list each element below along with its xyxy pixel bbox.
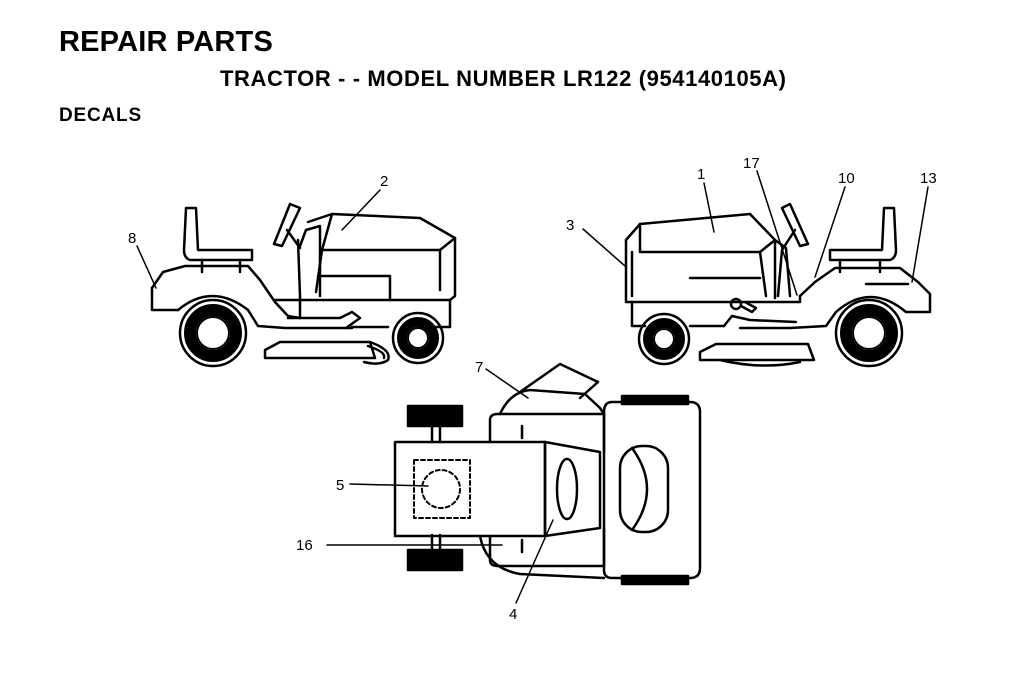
tractor-top-view — [393, 362, 702, 586]
callout-2: 2 — [380, 173, 388, 190]
callout-labels: 2 8 1 17 10 13 3 7 5 16 4 — [128, 155, 937, 623]
callout-7: 7 — [475, 359, 483, 376]
callout-1: 1 — [697, 166, 705, 183]
callout-4: 4 — [509, 606, 517, 623]
leader-lines — [136, 170, 929, 604]
callout-5: 5 — [336, 477, 344, 494]
callout-17: 17 — [743, 155, 760, 172]
section-heading: DECALS — [59, 105, 142, 126]
tractor-left-side-view — [150, 202, 457, 368]
callout-3: 3 — [566, 217, 574, 234]
callout-16: 16 — [296, 537, 313, 554]
callout-8: 8 — [128, 230, 136, 247]
callout-10: 10 — [838, 170, 855, 187]
callout-13: 13 — [920, 170, 937, 187]
model-subtitle: TRACTOR - - MODEL NUMBER LR122 (95414010… — [220, 66, 787, 91]
tractor-right-side-view — [624, 202, 932, 368]
page-title: REPAIR PARTS — [59, 26, 274, 58]
